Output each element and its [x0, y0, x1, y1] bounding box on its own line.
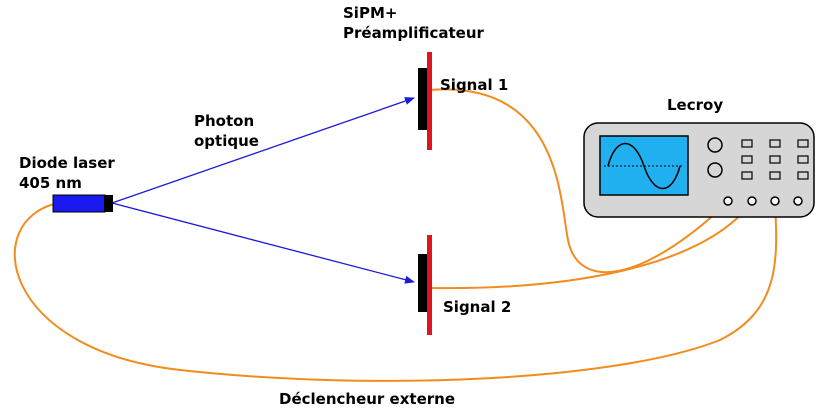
- scope-label: Lecroy: [667, 96, 723, 114]
- sine-wave: [607, 143, 681, 189]
- laser-body: [52, 194, 106, 213]
- connector-3: [770, 196, 780, 206]
- sipm-sensor-1: [418, 52, 432, 150]
- beam-to-signal1: [111, 97, 415, 204]
- scope-knob-bottom: [707, 162, 723, 178]
- sipm-sensor-2: [418, 235, 432, 335]
- sipm-label-line1: SiPM+: [343, 4, 397, 22]
- scope-knob-top: [707, 137, 723, 153]
- signal2-label: Signal 2: [443, 298, 511, 316]
- signal2-cable: [429, 201, 753, 290]
- connector-2: [747, 196, 757, 206]
- cables: [13, 88, 778, 382]
- beam-to-signal2: [111, 202, 415, 284]
- connector-4: [793, 196, 803, 206]
- photon-label-line2: optique: [194, 132, 259, 150]
- laser-tip: [104, 195, 113, 212]
- signal1-label: Signal 1: [440, 76, 508, 94]
- scope-buttons: [741, 139, 809, 180]
- photon-beams: [111, 97, 415, 284]
- sensor1-block: [418, 68, 427, 130]
- scope-connectors: [723, 196, 803, 206]
- sipm-label-line2: Préamplificateur: [343, 24, 484, 42]
- diode-label-line1: Diode laser: [19, 154, 115, 172]
- trigger-label: Déclencheur externe: [279, 390, 455, 408]
- sensor2-plate: [427, 235, 432, 335]
- diode-label-line2: 405 nm: [19, 174, 82, 192]
- oscilloscope: [583, 122, 815, 218]
- connector-1: [723, 196, 733, 206]
- photon-label-line1: Photon: [194, 112, 254, 130]
- sensor1-plate: [427, 52, 432, 150]
- signal1-cable: [429, 88, 729, 274]
- laser-diode: [52, 194, 113, 213]
- sensor2-block: [418, 254, 427, 312]
- trigger-cable: [13, 201, 778, 382]
